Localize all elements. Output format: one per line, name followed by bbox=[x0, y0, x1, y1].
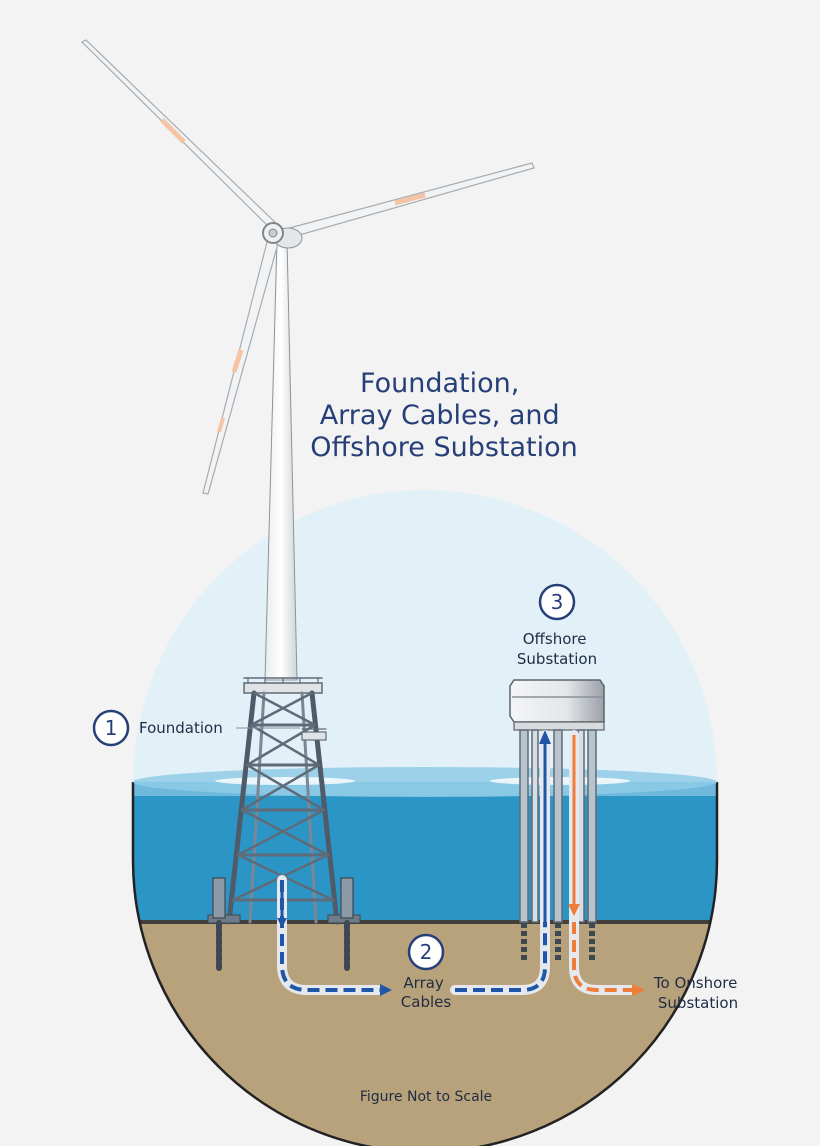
marker-label-line: Substation bbox=[517, 650, 597, 668]
array-cable-to-substation bbox=[450, 730, 551, 995]
arrow-down-icon bbox=[277, 918, 287, 928]
arrow-right-icon bbox=[380, 984, 392, 996]
blade-accent bbox=[160, 118, 186, 144]
blade-accent bbox=[231, 349, 244, 373]
footnote: Figure Not to Scale bbox=[360, 1089, 492, 1105]
title-line: Offshore Substation bbox=[310, 432, 578, 463]
turbine-tower bbox=[264, 239, 298, 681]
turbine bbox=[80, 39, 535, 681]
marker-label-line: Cables bbox=[401, 993, 452, 1011]
marker-label: Array Cables bbox=[401, 974, 452, 1011]
bowl-outline bbox=[131, 782, 719, 1146]
marker-number: 2 bbox=[420, 940, 433, 964]
turbine-blade-lower bbox=[202, 237, 280, 495]
diagram-title: Foundation, Array Cables, and Offshore S… bbox=[310, 368, 578, 463]
marker-number: 1 bbox=[105, 716, 118, 740]
marker-label: Offshore Substation bbox=[517, 630, 597, 668]
title-line: Array Cables, and bbox=[320, 400, 560, 431]
marker-foundation: 1 Foundation bbox=[92, 709, 300, 747]
export-cable bbox=[568, 730, 645, 996]
arrow-right-icon bbox=[632, 984, 645, 996]
blade-accent bbox=[217, 417, 225, 433]
marker-array-cables: 2 Array Cables bbox=[401, 933, 452, 1011]
onshore-label-line: Substation bbox=[658, 994, 738, 1012]
blade-accent bbox=[394, 192, 426, 206]
marker-offshore-substation: 3 Offshore Substation bbox=[517, 583, 597, 668]
marker-label-line: Array bbox=[403, 974, 444, 992]
onshore-label-line: To Onshore bbox=[653, 974, 737, 992]
onshore-substation-label: To Onshore Substation bbox=[653, 974, 742, 1012]
title-line: Foundation, bbox=[360, 368, 519, 399]
arrow-down-icon bbox=[568, 904, 580, 916]
marker-label-line: Offshore bbox=[523, 630, 587, 648]
substation-topside bbox=[509, 679, 605, 723]
arrow-up-icon bbox=[539, 730, 551, 744]
offshore-substation bbox=[509, 679, 605, 962]
turbine-hub-center bbox=[268, 228, 278, 238]
array-cable bbox=[277, 875, 392, 996]
sky-dome bbox=[133, 490, 717, 782]
turbine-blade-upper bbox=[80, 39, 283, 232]
marker-label: Foundation bbox=[139, 719, 223, 737]
marker-number: 3 bbox=[551, 590, 564, 614]
